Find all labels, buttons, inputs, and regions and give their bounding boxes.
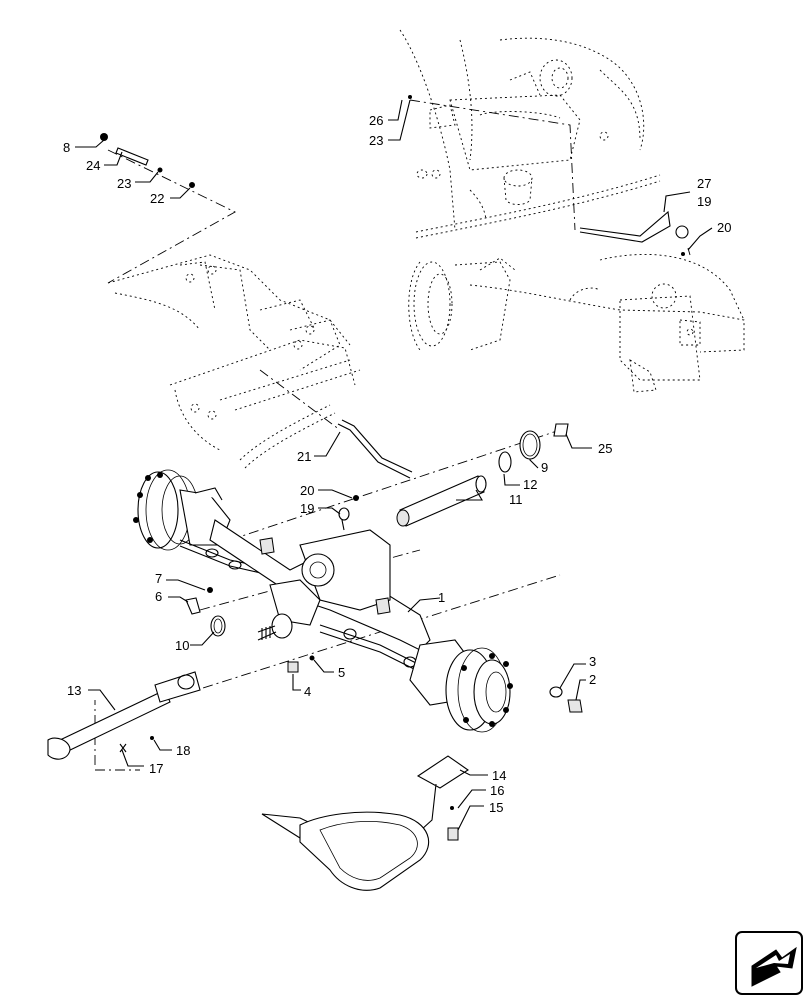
label-9: 9 bbox=[541, 460, 548, 475]
alignment-lines bbox=[94, 99, 691, 771]
label-7: 7 bbox=[155, 571, 162, 586]
label-3: 3 bbox=[589, 654, 596, 669]
label-25: 25 bbox=[598, 441, 612, 456]
guard-14 bbox=[261, 755, 469, 891]
leader-lines bbox=[75, 99, 713, 831]
label-20-center: 20 bbox=[300, 483, 314, 498]
label-15: 15 bbox=[489, 800, 503, 815]
fittings-left bbox=[185, 587, 226, 637]
label-23-left: 23 bbox=[117, 176, 131, 191]
pin-group-top-left bbox=[100, 95, 412, 188]
label-5: 5 bbox=[338, 665, 345, 680]
nut-washer-2-3 bbox=[549, 686, 583, 713]
fittings-4-5 bbox=[287, 655, 315, 673]
label-13: 13 bbox=[67, 683, 81, 698]
label-12: 12 bbox=[523, 477, 537, 492]
label-20-right: 20 bbox=[717, 220, 731, 235]
label-24: 24 bbox=[86, 158, 100, 173]
label-17: 17 bbox=[149, 761, 163, 776]
front-axle-assembly bbox=[133, 469, 513, 733]
fittings-center bbox=[338, 495, 359, 531]
label-1: 1 bbox=[438, 590, 445, 605]
label-14: 14 bbox=[492, 768, 506, 783]
label-2: 2 bbox=[589, 672, 596, 687]
label-16: 16 bbox=[490, 783, 504, 798]
label-18: 18 bbox=[176, 743, 190, 758]
part-number-labels: 1 2 3 4 5 6 7 8 9 10 11 12 13 14 15 16 1… bbox=[63, 113, 731, 815]
label-6: 6 bbox=[155, 589, 162, 604]
pipe-21 bbox=[337, 419, 413, 479]
label-11: 11 bbox=[509, 492, 523, 507]
vehicle-frame-context bbox=[107, 254, 361, 469]
label-23-top: 23 bbox=[369, 133, 383, 148]
label-4: 4 bbox=[304, 684, 311, 699]
label-26: 26 bbox=[369, 113, 383, 128]
label-10: 10 bbox=[175, 638, 189, 653]
tractor-frame-context bbox=[399, 29, 661, 239]
label-27: 27 bbox=[697, 176, 711, 191]
pipe-27-group bbox=[579, 210, 689, 256]
label-21: 21 bbox=[297, 449, 311, 464]
label-8: 8 bbox=[63, 140, 70, 155]
tube-and-seals bbox=[396, 423, 569, 527]
next-page-arrow-icon[interactable] bbox=[735, 931, 803, 995]
label-19-right: 19 bbox=[697, 194, 711, 209]
label-22: 22 bbox=[150, 191, 164, 206]
axle-context-right bbox=[408, 254, 745, 393]
drive-shaft-13 bbox=[47, 671, 201, 760]
label-19-center: 19 bbox=[300, 501, 314, 516]
